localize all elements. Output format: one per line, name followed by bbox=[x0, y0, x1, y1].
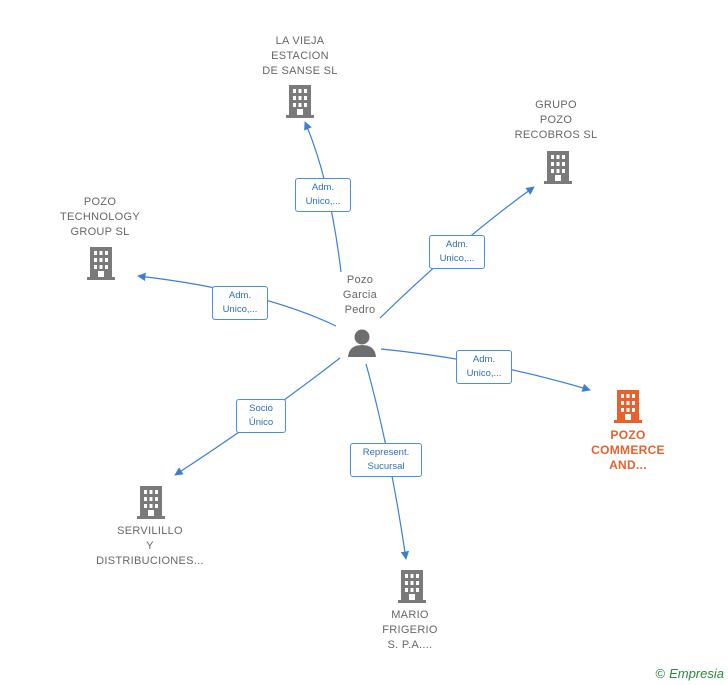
building-icon-highlighted[interactable] bbox=[613, 389, 643, 428]
company-label-pozo-technology[interactable]: POZO TECHNOLOGY GROUP SL bbox=[59, 196, 140, 238]
brand-logo-text: Empresia bbox=[669, 666, 724, 681]
company-label-la-vieja[interactable]: LA VIEJA ESTACION DE SANSE SL bbox=[262, 35, 338, 77]
edge-label-pozo-technology: Adm. Unico,... bbox=[212, 286, 268, 320]
footer-brand[interactable]: ©Empresia bbox=[655, 666, 724, 681]
edge-label-pozo-commerce: Adm. Unico,... bbox=[456, 350, 512, 384]
building-icon[interactable] bbox=[543, 150, 573, 189]
copyright-symbol: © bbox=[655, 666, 666, 681]
edge-label-grupo-pozo: Adm. Unico,... bbox=[429, 235, 485, 269]
building-icon[interactable] bbox=[285, 84, 315, 123]
building-icon[interactable] bbox=[136, 485, 166, 524]
building-icon[interactable] bbox=[86, 246, 116, 285]
edge-label-mario-frigerio: Represent. Sucursal bbox=[350, 443, 422, 477]
person-icon[interactable] bbox=[346, 328, 378, 358]
building-icon[interactable] bbox=[397, 569, 427, 608]
company-label-servilillo[interactable]: SERVILILLO Y DISTRIBUCIONES... bbox=[96, 525, 204, 567]
company-label-pozo-commerce[interactable]: POZO COMMERCE AND... bbox=[591, 428, 665, 472]
company-label-grupo-pozo[interactable]: GRUPO POZO RECOBROS SL bbox=[514, 99, 598, 141]
company-label-mario-frigerio[interactable]: MARIO FRIGERIO S. P.A.... bbox=[382, 609, 438, 651]
center-person-label[interactable]: Pozo Garcia Pedro bbox=[342, 274, 378, 316]
edge-label-la-vieja: Adm. Unico,... bbox=[295, 178, 351, 212]
edge-label-servilillo: Socio Único bbox=[236, 399, 286, 433]
